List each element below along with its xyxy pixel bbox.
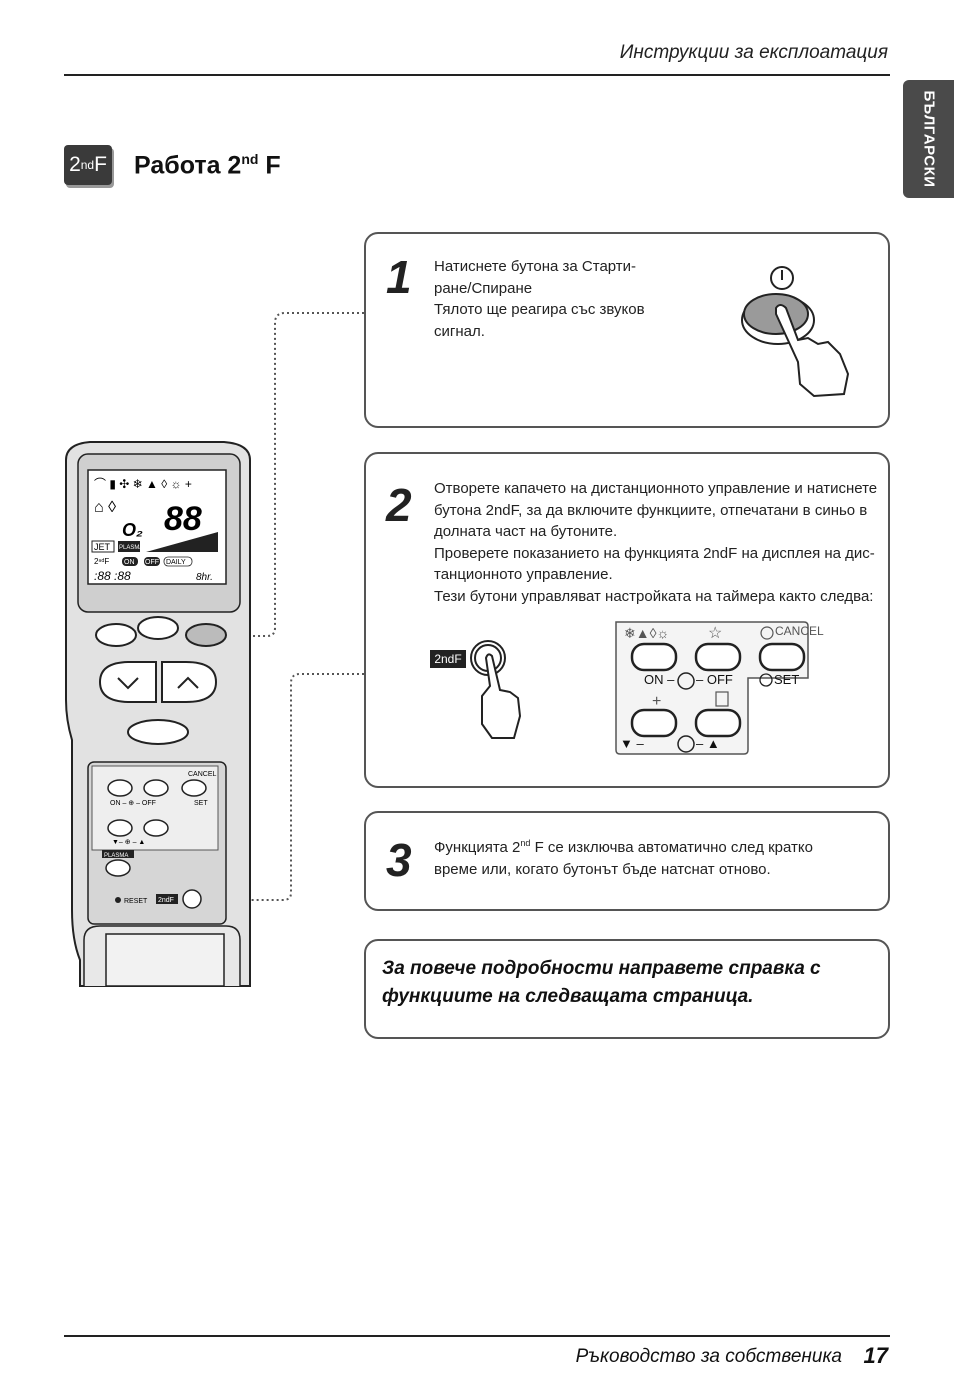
panel-set-label: SET [774, 672, 800, 687]
svg-text:⌂ ◊: ⌂ ◊ [94, 499, 116, 516]
remote-panel-onoff: ON – ⊕ – OFF [110, 800, 156, 807]
step-2-line: Проверете показанието на функцията 2ndF … [434, 544, 875, 562]
remote-panel-set: SET [194, 800, 208, 807]
panel-on-label: ON – [644, 672, 675, 687]
svg-text:❄▲◊☼: ❄▲◊☼ [624, 625, 669, 641]
step-2-text: Отворете капачето на дистанционното упра… [434, 478, 877, 607]
step-3-line-2: време или, когато бутонът бъде натснат о… [434, 860, 771, 878]
step-3-box: 3 Функцията 2nd F се изключва автоматичн… [364, 811, 890, 911]
section-title: Работа 2nd F [134, 151, 281, 180]
note-line-2: функциите на следващата страница. [382, 986, 754, 1007]
header-title: Инструкции за експлоатация [619, 42, 888, 63]
svg-text:☆: ☆ [708, 625, 722, 642]
footer-rule [64, 1335, 890, 1337]
step-2-line: танционното управление. [434, 566, 613, 583]
step-3-line-1-sup: nd [520, 838, 531, 848]
step-3-line-1b: F се изключва автоматично след кратко [530, 839, 813, 856]
step-1-line: Натиснете бутона за Старти- [434, 258, 637, 275]
svg-text::88 :88: :88 :88 [94, 569, 131, 583]
step-3-line-1a: Функцията 2 [434, 839, 521, 856]
step-1-line: сигнал. [434, 322, 485, 340]
step-1-box: 1 Натиснете бутона за Старти- ране/Спира… [364, 232, 890, 428]
remote-display-jet: JET [94, 542, 111, 552]
remote-display-off: OFF [145, 559, 159, 566]
remote-control-illustration: ⌒ ▮ ✣ ❄ ▲ ◊ ☼ + ⌂ ◊ 88 O₂ JET PLASMA 2ⁿᵈ… [65, 441, 251, 987]
remote-plasma-label: PLASMA [104, 853, 128, 859]
remote-panel-cancel: CANCEL [188, 771, 217, 778]
note-box: За повече подробности направете справка … [364, 939, 890, 1039]
remote-display-hr: 8hr. [196, 572, 213, 583]
remote-display-88: 88 [164, 500, 202, 538]
badge-end: F [94, 153, 107, 176]
panel-cancel-label: CANCEL [775, 624, 824, 638]
step-2-line: Отворете капачето на дистанционното упра… [434, 480, 878, 497]
section-title-end: F [258, 151, 281, 180]
svg-text:O₂: O₂ [122, 520, 143, 540]
note-text: За повече подробности направете справка … [382, 955, 821, 1011]
remote-display-on: ON [124, 559, 135, 566]
section-title-sup: nd [241, 151, 259, 167]
remote-2ndf-label: 2ndF [158, 897, 174, 904]
panel-tri2-label: – ▲ [696, 736, 720, 751]
remote-display-daily: DAILY [166, 559, 186, 566]
footer-title: Ръководство за собственика [575, 1346, 842, 1367]
step-3-line-1: Функцията 2nd F се изключва автоматично … [434, 833, 813, 859]
section-title-main: Работа 2 [134, 151, 242, 180]
panel-off-label: – OFF [696, 672, 733, 687]
step-2-line: Тези бутони управляват настройката на та… [434, 587, 874, 605]
2ndf-button-press-icon [470, 640, 522, 739]
step-2-number: 2 [386, 479, 412, 531]
step-3-number: 3 [386, 834, 412, 886]
step-1-text: Натиснете бутона за Старти- ране/Спиране… [434, 256, 645, 342]
timer-button-panel: ❄▲◊☼ ☆ + [615, 621, 809, 755]
power-button-press-icon [741, 266, 850, 398]
header-rule [64, 74, 890, 76]
badge-sup: nd [80, 158, 95, 172]
step-2-line: долната част на бутоните. [434, 523, 618, 540]
language-tab: БЪЛГАРСКИ [903, 80, 954, 198]
step-1-line: ране/Спиране [434, 279, 533, 297]
note-line-1: За повече подробности направете справка … [382, 958, 821, 979]
2ndf-label-badge: 2ndF [430, 650, 466, 668]
step-2-line: бутона 2ndF, за да включите функциите, о… [434, 501, 868, 519]
remote-reset-label: RESET [124, 898, 148, 905]
panel-tri-label: ▼ – [620, 736, 644, 751]
remote-display-plasma: PLASMA [119, 545, 143, 551]
remote-panel-tri: ▼– ⊕ – ▲ [112, 839, 145, 846]
page-number: 17 [863, 1343, 888, 1368]
svg-text:+: + [652, 693, 661, 710]
step-2-box: 2 Отворете капачето на дистанционното уп… [364, 452, 890, 788]
svg-text:2ⁿᵈF: 2ⁿᵈF [94, 557, 109, 566]
badge-main: 2 [69, 153, 81, 176]
svg-text:⌒ ▮ ✣ ❄ ▲ ◊ ☼ +: ⌒ ▮ ✣ ❄ ▲ ◊ ☼ + [94, 477, 192, 491]
step-3-text: Функцията 2nd F се изключва автоматично … [434, 833, 813, 880]
step-1-line: Тялото ще реагира със звуков [434, 301, 645, 318]
step-1-number: 1 [386, 251, 412, 303]
